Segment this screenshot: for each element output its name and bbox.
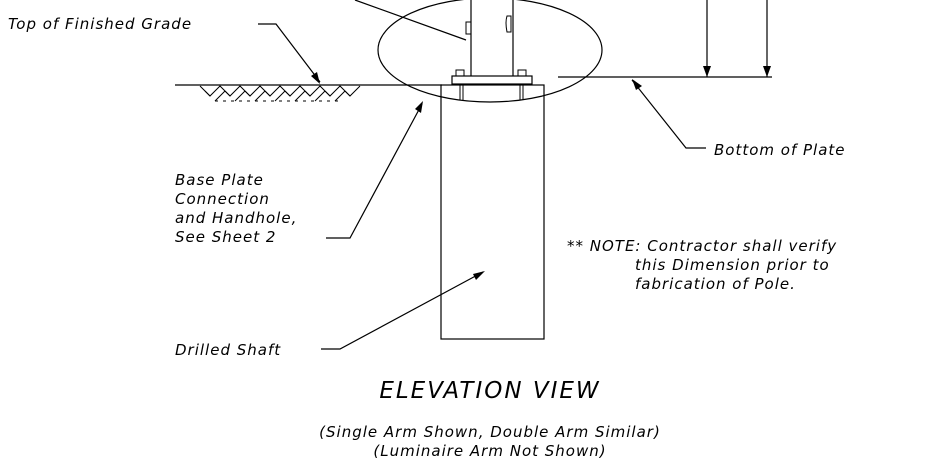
label-base-plate-2: Connection [175, 190, 270, 208]
anchor-bolts [455, 69, 527, 100]
note-line-3: fabrication of Pole. [635, 275, 796, 293]
label-drilled-shaft: Drilled Shaft [175, 341, 281, 359]
arrow-base-plate [415, 101, 423, 113]
leader-drilled-shaft [321, 271, 484, 350]
arrow-bottom-plate [632, 79, 642, 90]
soil-hatch [199, 85, 361, 102]
drilled-shaft [440, 84, 545, 340]
note-line-1: ** NOTE: Contractor shall verify [567, 237, 837, 255]
caption-line-1: (Single Arm Shown, Double Arm Similar) [319, 423, 661, 441]
caption-line-2: (Luminaire Arm Not Shown) [373, 442, 606, 460]
leader-bottom-plate [631, 79, 706, 149]
leader-top-grade [258, 23, 321, 83]
label-top-grade: Top of Finished Grade [8, 15, 192, 33]
label-base-plate-3: and Handhole, [175, 209, 297, 227]
leader-top [354, 0, 467, 41]
label-bottom-plate: Bottom of Plate [714, 141, 846, 159]
note-line-2: this Dimension prior to [635, 256, 830, 274]
dimension-lines [558, 0, 772, 78]
view-title: ELEVATION VIEW [379, 378, 600, 404]
label-base-plate-1: Base Plate [175, 171, 264, 189]
base-plate [451, 75, 533, 85]
label-base-plate-4: See Sheet 2 [175, 228, 276, 246]
pole [465, 0, 514, 76]
leader-base-plate [326, 103, 423, 239]
arrow-drilled-shaft [473, 271, 485, 280]
base-connection-ellipse [377, 0, 603, 103]
arrow-top-grade [311, 72, 320, 84]
